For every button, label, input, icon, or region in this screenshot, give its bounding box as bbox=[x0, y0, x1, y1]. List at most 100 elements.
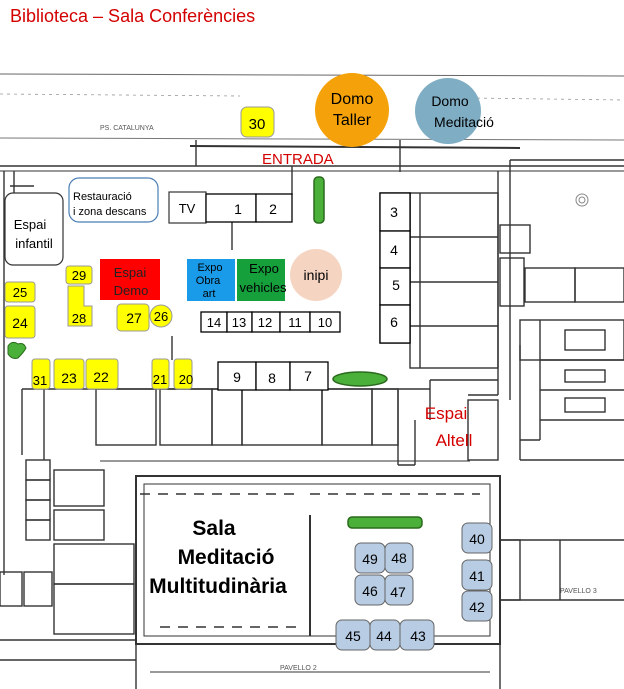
stand-14-label: 14 bbox=[207, 315, 221, 330]
stand-43[interactable]: 43 bbox=[399, 619, 435, 651]
stand-4[interactable]: 4 bbox=[379, 230, 411, 269]
demo-line1: Espai bbox=[114, 265, 147, 280]
stand-41[interactable]: 41 bbox=[461, 559, 493, 591]
stand-44-label: 44 bbox=[376, 628, 392, 644]
stand-13[interactable]: 13 bbox=[226, 311, 253, 333]
stand-26[interactable]: 26 bbox=[149, 304, 173, 328]
restauracio-line1: Restauració bbox=[73, 191, 132, 203]
stand-30[interactable]: 30 bbox=[240, 106, 275, 138]
entrance-label: ENTRADA bbox=[262, 151, 334, 168]
stand-2[interactable]: 2 bbox=[255, 193, 293, 223]
obra-line2: Obra bbox=[196, 275, 221, 287]
stand-10[interactable]: 10 bbox=[309, 311, 341, 333]
stand-9[interactable]: 9 bbox=[217, 361, 257, 391]
stand-24-label: 24 bbox=[12, 315, 28, 331]
vehicles-line2: vehicles bbox=[240, 280, 287, 295]
obra-line3: art bbox=[203, 288, 216, 300]
stand-42-label: 42 bbox=[469, 599, 485, 615]
stand-49[interactable]: 49 bbox=[354, 542, 386, 574]
stand-27[interactable]: 27 bbox=[116, 303, 150, 332]
infantil-line2: infantil bbox=[15, 236, 53, 251]
green-planter-sala bbox=[347, 516, 423, 529]
area-restauracio[interactable]: Restauració i zona descans bbox=[68, 177, 159, 223]
tv-label: TV bbox=[179, 201, 196, 216]
stand-23-label: 23 bbox=[61, 370, 77, 386]
stand-45-label: 45 bbox=[345, 628, 361, 644]
stand-21-label: 21 bbox=[153, 372, 167, 387]
stand-20-label: 20 bbox=[179, 372, 193, 387]
infantil-line1: Espai bbox=[14, 217, 47, 232]
stand-46[interactable]: 46 bbox=[354, 574, 386, 606]
stand-9-label: 9 bbox=[233, 369, 241, 385]
dome-meditacio[interactable]: Domo Meditació bbox=[415, 78, 494, 144]
demo-line2: Demo bbox=[114, 283, 149, 298]
dome-meditacio-line2: Meditació bbox=[434, 114, 494, 130]
stand-27-label: 27 bbox=[126, 310, 142, 326]
area-expo-obra-art[interactable]: Expo Obra art bbox=[187, 259, 235, 301]
stand-12[interactable]: 12 bbox=[251, 311, 281, 333]
stand-26-label: 26 bbox=[154, 309, 168, 324]
stand-23[interactable]: 23 bbox=[53, 358, 85, 390]
stand-47[interactable]: 47 bbox=[384, 574, 414, 606]
green-planter-vertical bbox=[313, 176, 325, 224]
stand-48[interactable]: 48 bbox=[384, 542, 414, 574]
page-title: Biblioteca – Sala Conferències bbox=[10, 6, 256, 26]
area-espai-demo[interactable]: Espai Demo bbox=[100, 259, 160, 300]
area-tv[interactable]: TV bbox=[168, 191, 207, 224]
stand-44[interactable]: 44 bbox=[369, 619, 401, 651]
stand-40-label: 40 bbox=[469, 531, 485, 547]
stand-11[interactable]: 11 bbox=[279, 311, 311, 333]
stand-11-label: 11 bbox=[288, 315, 302, 330]
stand-3-label: 3 bbox=[390, 204, 398, 220]
stand-45[interactable]: 45 bbox=[335, 619, 371, 651]
area-expo-vehicles[interactable]: Expo vehicles bbox=[237, 259, 287, 301]
stand-1[interactable]: 1 bbox=[205, 193, 257, 223]
stand-47-label: 47 bbox=[390, 584, 406, 600]
stand-25[interactable]: 25 bbox=[4, 281, 36, 303]
stand-29[interactable]: 29 bbox=[65, 265, 93, 285]
area-inipi[interactable]: inipi bbox=[290, 249, 342, 301]
stand-14[interactable]: 14 bbox=[200, 311, 228, 333]
inipi-label: inipi bbox=[304, 267, 329, 283]
stand-3[interactable]: 3 bbox=[379, 192, 411, 232]
stand-1-label: 1 bbox=[234, 201, 242, 217]
stand-8[interactable]: 8 bbox=[255, 361, 291, 391]
sala-line2: Meditació bbox=[178, 546, 275, 569]
stand-30-label: 30 bbox=[249, 116, 266, 133]
stand-13-label: 13 bbox=[232, 315, 246, 330]
stand-46-label: 46 bbox=[362, 583, 378, 599]
restauracio-line2: i zona descans bbox=[73, 206, 147, 218]
green-planter-small bbox=[7, 341, 27, 359]
stand-28-label: 28 bbox=[72, 311, 86, 326]
dome-meditacio-line1: Domo bbox=[431, 93, 469, 109]
stand-31[interactable]: 31 bbox=[31, 358, 51, 390]
stand-7[interactable]: 7 bbox=[289, 361, 329, 391]
stand-5-label: 5 bbox=[392, 277, 400, 293]
stand-5[interactable]: 5 bbox=[379, 267, 411, 306]
stand-7-label: 7 bbox=[304, 368, 312, 384]
stand-22[interactable]: 22 bbox=[85, 358, 119, 390]
stand-31-label: 31 bbox=[33, 373, 47, 388]
obra-line1: Expo bbox=[197, 262, 222, 274]
stand-22-label: 22 bbox=[93, 369, 109, 385]
stand-6[interactable]: 6 bbox=[379, 304, 411, 344]
stand-21[interactable]: 21 bbox=[151, 358, 170, 390]
area-espai-altell[interactable]: Espai Altell bbox=[425, 404, 473, 450]
stand-43-label: 43 bbox=[410, 628, 426, 644]
dome-taller-line2: Taller bbox=[333, 112, 372, 129]
stand-40[interactable]: 40 bbox=[461, 522, 493, 554]
dome-taller[interactable]: Domo Taller bbox=[315, 73, 389, 147]
stand-20[interactable]: 20 bbox=[173, 358, 193, 390]
area-sala-meditacio[interactable]: Sala Meditació Multitudinària bbox=[149, 517, 287, 598]
street-label: PS. CATALUNYA bbox=[100, 125, 154, 132]
altell-line2: Altell bbox=[436, 431, 473, 450]
stand-24[interactable]: 24 bbox=[4, 305, 36, 339]
stand-41-label: 41 bbox=[469, 568, 485, 584]
stand-42[interactable]: 42 bbox=[461, 590, 493, 622]
stand-12-label: 12 bbox=[258, 315, 272, 330]
stand-28[interactable]: 28 bbox=[67, 285, 93, 327]
stand-6-label: 6 bbox=[390, 314, 398, 330]
area-espai-infantil[interactable]: Espai infantil bbox=[4, 192, 64, 266]
altell-line1: Espai bbox=[425, 404, 468, 423]
